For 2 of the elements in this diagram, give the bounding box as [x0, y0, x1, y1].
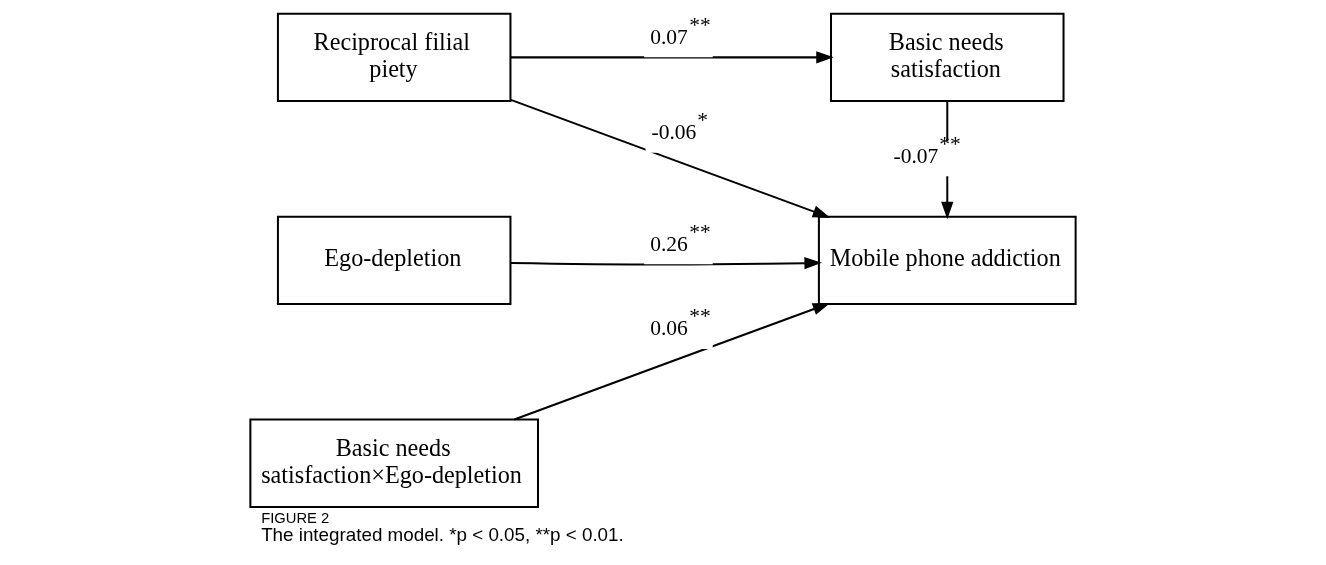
caption: The integrated model. *p < 0.05, **p < 0.01. [261, 523, 624, 545]
diagram-title: FIGURE 2 [261, 509, 330, 526]
